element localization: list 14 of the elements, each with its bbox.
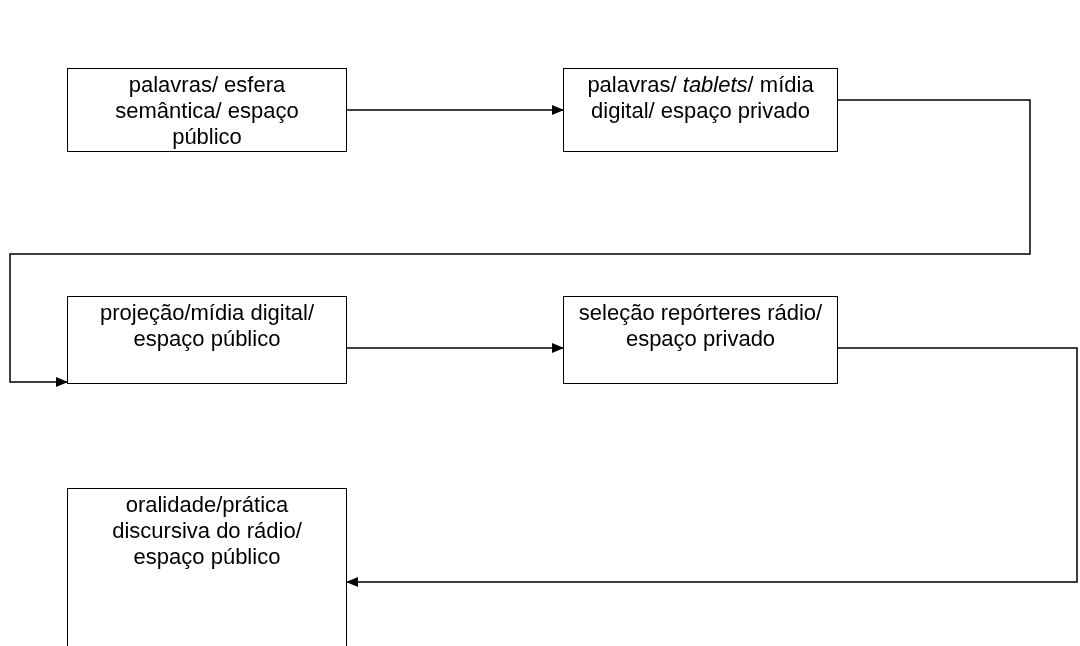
process-box (67, 68, 347, 152)
process-box (67, 488, 347, 646)
process-box (67, 296, 347, 384)
box-text: palavras/ tablets/ mídia digital/ espaço privado (586, 72, 815, 125)
arrow (346, 105, 564, 115)
process-box (563, 68, 838, 152)
box-text: projeção/mídia digital/ espaço público (99, 300, 315, 353)
process-box (563, 296, 838, 384)
arrow (346, 347, 1078, 587)
box-text: seleção repórteres rádio/ espaço privado (577, 300, 824, 353)
arrow (346, 343, 564, 353)
box-text: palavras/ esfera semântica/ espaço público (114, 72, 300, 151)
arrow (9, 99, 1031, 387)
box-text: oralidade/prática discursiva do rádio/ espaço público (111, 492, 303, 571)
